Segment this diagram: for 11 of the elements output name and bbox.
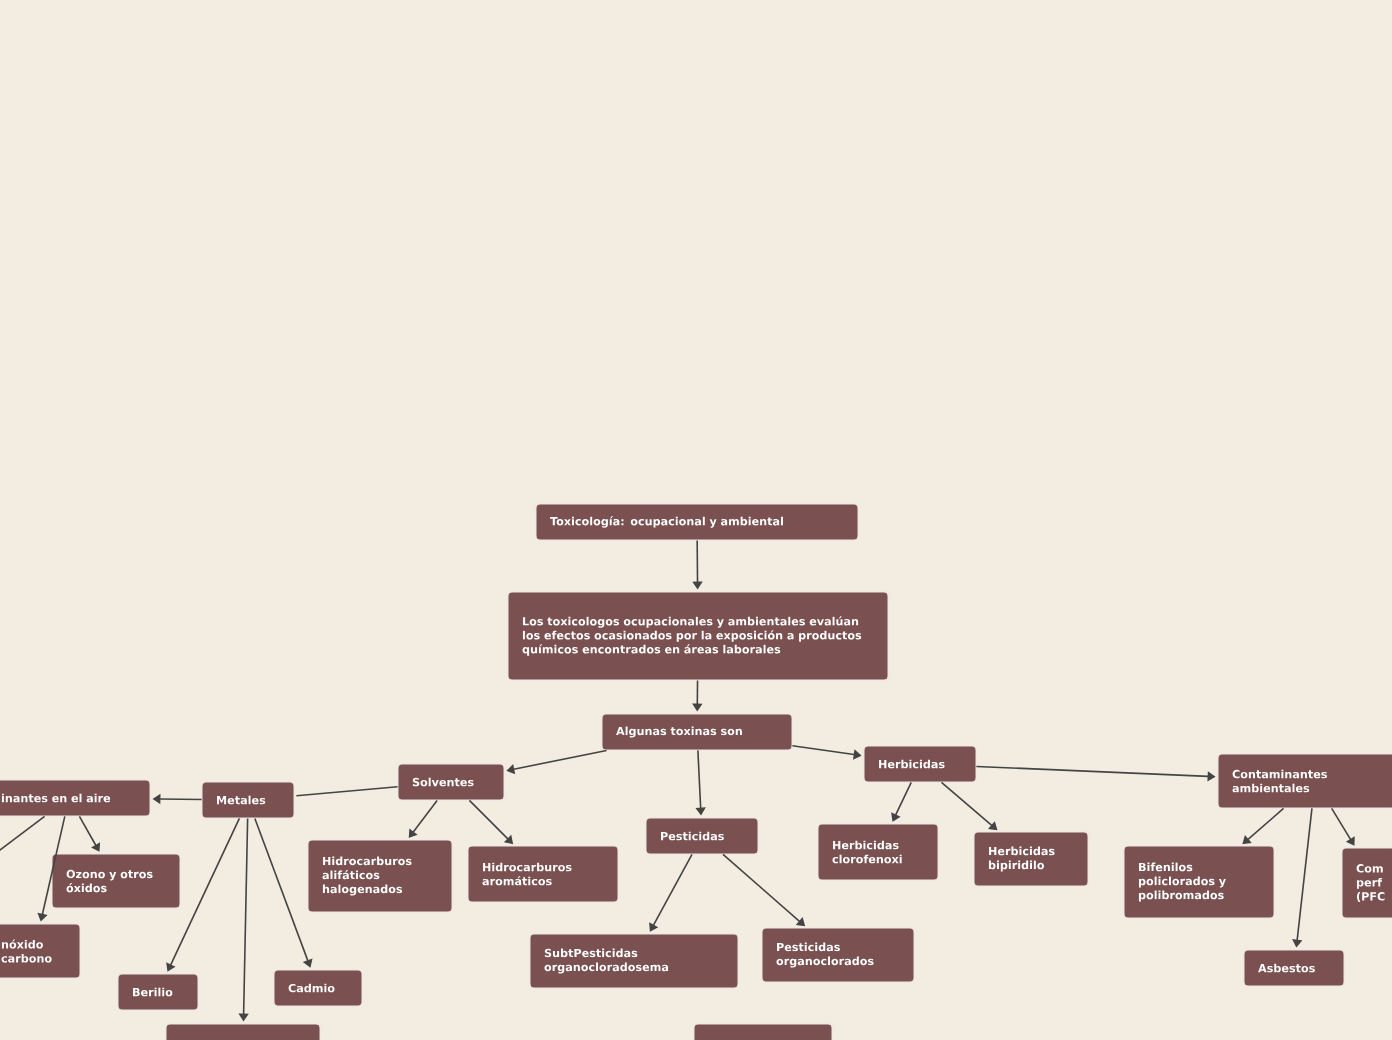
topic-box bbox=[693, 1023, 833, 1040]
arrow bbox=[78, 815, 101, 852]
arrow bbox=[940, 781, 998, 831]
topic-box bbox=[165, 1023, 321, 1040]
arrow bbox=[649, 853, 693, 932]
arrow bbox=[1330, 807, 1355, 846]
arrow bbox=[254, 817, 313, 968]
arrow bbox=[1242, 807, 1285, 845]
arrow bbox=[166, 817, 241, 972]
arrow bbox=[891, 781, 913, 822]
arrow bbox=[408, 799, 438, 838]
